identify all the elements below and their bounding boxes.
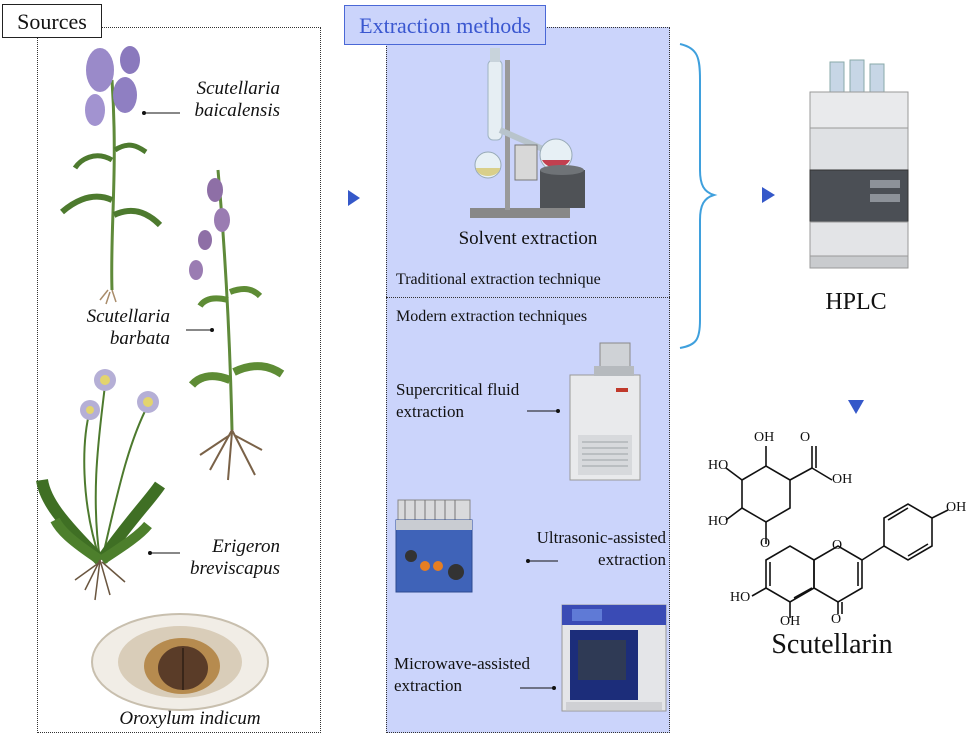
sources-panel: [37, 27, 321, 733]
microwave-line1: Microwave-assisted: [394, 654, 530, 673]
modern-techniques-label: Modern extraction techniques: [396, 308, 588, 325]
atom-o-ring: O: [832, 538, 843, 553]
atom-oh-acid: OH: [832, 472, 853, 487]
atom-oh-b-ring: OH: [946, 500, 967, 515]
plant-label-scutellaria-barbata: Scutellaria barbata: [66, 306, 170, 350]
plant-label-oroxylum-indicum: Oroxylum indicum: [119, 708, 261, 729]
erigeron-breviscapus-illustration: [36, 369, 180, 601]
atom-ho-left-top: HO: [708, 458, 729, 473]
plant-name-line2: breviscapus: [189, 558, 280, 579]
atom-oh-a-ring: OH: [780, 614, 801, 629]
atom-o-glycosidic: O: [760, 536, 771, 551]
supercritical-extractor-illustration: [527, 342, 641, 481]
microwave-label: Microwave-assisted extraction: [394, 653, 530, 697]
supercritical-line1: Supercritical fluid: [396, 380, 520, 399]
supercritical-line2: extraction: [396, 402, 464, 421]
traditional-technique-label: Traditional extraction technique: [396, 271, 601, 288]
scutellaria-baicalensis-illustration: [60, 46, 180, 305]
hplc-label: HPLC: [825, 289, 887, 315]
scutellarin-structure: [725, 446, 949, 618]
microwave-line2: extraction: [394, 676, 462, 695]
plant-name-line2: barbata: [109, 328, 170, 349]
ultrasonic-line1: Ultrasonic-assisted: [536, 528, 666, 547]
plant-name-line2: baicalensis: [194, 100, 281, 121]
solvent-extraction-label: Solvent extraction: [458, 228, 598, 249]
product-name: Scutellarin: [771, 629, 893, 660]
plant-label-scutellaria-baicalensis: Scutellaria baicalensis: [184, 78, 281, 122]
ultrasonic-bath-illustration: [395, 499, 558, 593]
extraction-title: Extraction methods: [344, 5, 546, 45]
supercritical-label: Supercritical fluid extraction: [396, 379, 519, 423]
atom-oh-top: OH: [754, 430, 775, 445]
plant-name-line1: Erigeron: [212, 536, 280, 557]
technique-divider: [386, 297, 670, 298]
scutellaria-barbata-illustration: [186, 169, 285, 481]
microwave-extractor-illustration: [520, 604, 667, 712]
atom-ho-a-ring: HO: [730, 590, 751, 605]
ultrasonic-label: Ultrasonic-assisted extraction: [504, 527, 666, 571]
plant-name-line1: Scutellaria: [196, 78, 280, 99]
atom-o-carbonyl-acid: O: [800, 430, 811, 445]
atom-ho-left-bottom: HO: [708, 514, 729, 529]
hplc-illustration: [809, 59, 909, 269]
plant-name-line1: Scutellaria: [86, 306, 170, 327]
atom-o-carbonyl: O: [831, 612, 842, 627]
sources-title: Sources: [2, 4, 102, 38]
rotary-evaporator-illustration: [470, 48, 585, 218]
plant-label-erigeron-breviscapus: Erigeron breviscapus: [172, 536, 280, 580]
oroxylum-indicum-illustration: [91, 613, 269, 711]
ultrasonic-line2: extraction: [598, 550, 666, 569]
